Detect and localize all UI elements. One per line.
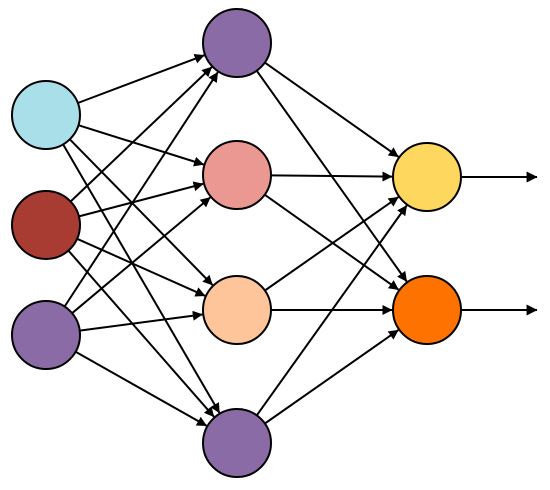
edge-h2-o2 [264, 193, 400, 291]
edge-h4-o2 [264, 329, 399, 425]
edge-i1-h1 [77, 53, 205, 104]
hidden-node-h4 [202, 408, 272, 478]
output-node-o2 [392, 275, 462, 345]
edge-i3-h1 [63, 71, 219, 308]
edge-i1-h2 [78, 124, 205, 167]
input-node-i2 [11, 190, 81, 260]
edge-i2-h2 [78, 181, 204, 218]
edge-h4-o1 [255, 204, 408, 416]
hidden-node-h2 [202, 140, 272, 210]
edge-h1-o1 [264, 61, 399, 158]
input-node-i1 [11, 80, 81, 150]
hidden-node-h3 [202, 275, 272, 345]
edge-h3-o1 [264, 196, 399, 292]
edge-i2-h3 [76, 237, 206, 297]
edge-h2-o1 [270, 171, 393, 182]
edge-i1-h4 [62, 143, 221, 414]
connections [62, 53, 538, 427]
edge-i3-h4 [75, 350, 207, 427]
nodes [11, 8, 462, 478]
output-node-o1 [392, 142, 462, 212]
edge-i1-h3 [69, 138, 214, 286]
edge-i2-h1 [69, 66, 213, 203]
input-node-i3 [11, 300, 81, 370]
edge-i3-h2 [71, 196, 211, 314]
edge-i2-h4 [67, 249, 215, 418]
hidden-node-h1 [202, 8, 272, 78]
edge-i3-h3 [79, 310, 203, 332]
